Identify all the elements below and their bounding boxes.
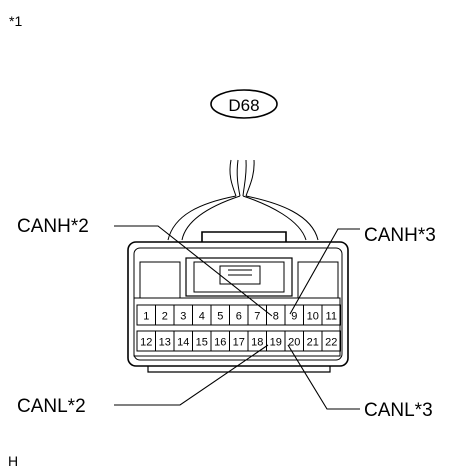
footer-code: H (8, 453, 19, 469)
label-canh-3: CANH*3 (364, 225, 436, 246)
pin-number: 3 (180, 311, 186, 323)
connector-code: D68 (228, 96, 259, 115)
pin-number: 18 (251, 337, 263, 349)
leader-canh-2 (114, 225, 273, 317)
pin-number: 9 (291, 311, 297, 323)
pin-number: 1 (143, 311, 149, 323)
leader-canl-3 (287, 344, 360, 410)
pin-number: 14 (177, 337, 189, 349)
pin-number: 20 (288, 337, 300, 349)
pin-number: 4 (199, 311, 205, 323)
pin-number: 11 (326, 311, 337, 323)
pin-number: 12 (140, 337, 152, 349)
pin-number: 8 (273, 311, 279, 323)
pin-cell (321, 304, 341, 326)
pin-number: 6 (236, 311, 242, 323)
wire-harness (167, 159, 319, 241)
pin-number: 19 (270, 337, 282, 349)
leader-canl-2 (114, 344, 269, 406)
leader-lines (114, 225, 360, 410)
pin-number: 10 (307, 311, 319, 323)
pin-number: 5 (217, 311, 223, 323)
pin-number: 2 (162, 311, 168, 323)
pin-number: 17 (233, 337, 245, 349)
connector-code-oval (210, 89, 278, 119)
label-canl-2: CANL*2 (17, 396, 86, 417)
pin-number: 22 (325, 337, 337, 349)
pin-number: 13 (159, 337, 171, 349)
pin-number: 15 (196, 337, 208, 349)
pin-grid-frame (133, 297, 341, 357)
label-canh-2: CANH*2 (17, 216, 89, 237)
label-canl-3: CANL*3 (364, 400, 433, 421)
pin-number: 21 (307, 337, 319, 349)
pin-number: 16 (214, 337, 226, 349)
pin-number: 7 (254, 311, 260, 323)
pin-cell (321, 330, 341, 352)
leader-canh-3 (289, 228, 360, 315)
corner-note: *1 (9, 13, 23, 29)
